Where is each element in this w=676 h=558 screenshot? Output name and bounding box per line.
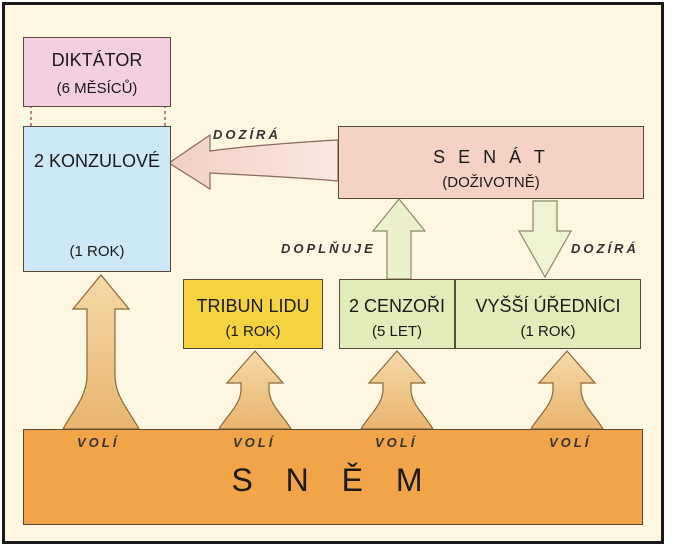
node-snem: S N Ě M [23, 429, 643, 525]
node-konzulove: 2 KONZULOVÉ (1 ROK) [23, 126, 171, 272]
label-dozira-konzulove: DOZÍRÁ [213, 127, 281, 142]
snem-title: S N Ě M [231, 462, 435, 498]
tribun-title: TRIBUN LIDU [196, 296, 310, 316]
node-senat: S E N Á T (DOŽIVOTNĚ) [338, 126, 644, 199]
cenzori-term: (5 LET) [371, 323, 422, 340]
cenzori-title: 2 CENZOŘI [348, 296, 445, 316]
urednici-title: VYŠŠÍ ÚŘEDNÍCI [475, 296, 621, 316]
konzulove-title: 2 KONZULOVÉ [33, 151, 161, 171]
arrow-cenzori-to-senat [371, 198, 427, 280]
konzulove-term: (1 ROK) [69, 243, 125, 260]
arrow-snem-to-urednici [529, 350, 605, 430]
arrow-snem-to-tribun [217, 350, 293, 430]
arrow-snem-to-konzulove [62, 274, 140, 430]
arrow-snem-to-cenzori [359, 350, 435, 430]
node-cenzori: 2 CENZOŘI (5 LET) [339, 279, 455, 349]
diktator-term: (6 MĚSÍCŮ) [56, 80, 138, 97]
node-vyssi-urednici: VYŠŠÍ ÚŘEDNÍCI (1 ROK) [455, 279, 641, 349]
senat-title: S E N Á T [433, 147, 549, 167]
arrow-senat-to-konzulove [167, 133, 339, 191]
tribun-term: (1 ROK) [225, 323, 281, 340]
label-voli-2: VOLÍ [233, 435, 276, 450]
label-doplnuje: DOPLŇUJE [281, 241, 376, 256]
label-voli-3: VOLÍ [375, 435, 418, 450]
node-diktator: DIKTÁTOR (6 MĚSÍCŮ) [23, 37, 171, 107]
urednici-term: (1 ROK) [520, 323, 576, 340]
label-voli-1: VOLÍ [77, 435, 120, 450]
diktator-title: DIKTÁTOR [51, 50, 143, 70]
label-voli-4: VOLÍ [549, 435, 592, 450]
label-dozira-urednici: DOZÍRÁ [571, 241, 639, 256]
arrow-senat-to-urednici [517, 200, 573, 279]
arrows-layer [30, 105, 605, 430]
senat-term: (DOŽIVOTNĚ) [442, 174, 540, 191]
diagram-frame: DIKTÁTOR (6 MĚSÍCŮ) 2 KONZULOVÉ (1 ROK) … [2, 2, 664, 544]
node-tribun-lidu: TRIBUN LIDU (1 ROK) [183, 279, 323, 349]
